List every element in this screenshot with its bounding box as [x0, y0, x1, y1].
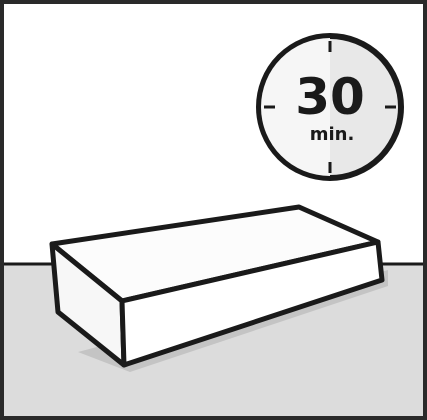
timer-value: 30 [295, 68, 365, 126]
timer-unit: min. [310, 124, 355, 145]
timer-clock: 30 min. [259, 36, 401, 178]
